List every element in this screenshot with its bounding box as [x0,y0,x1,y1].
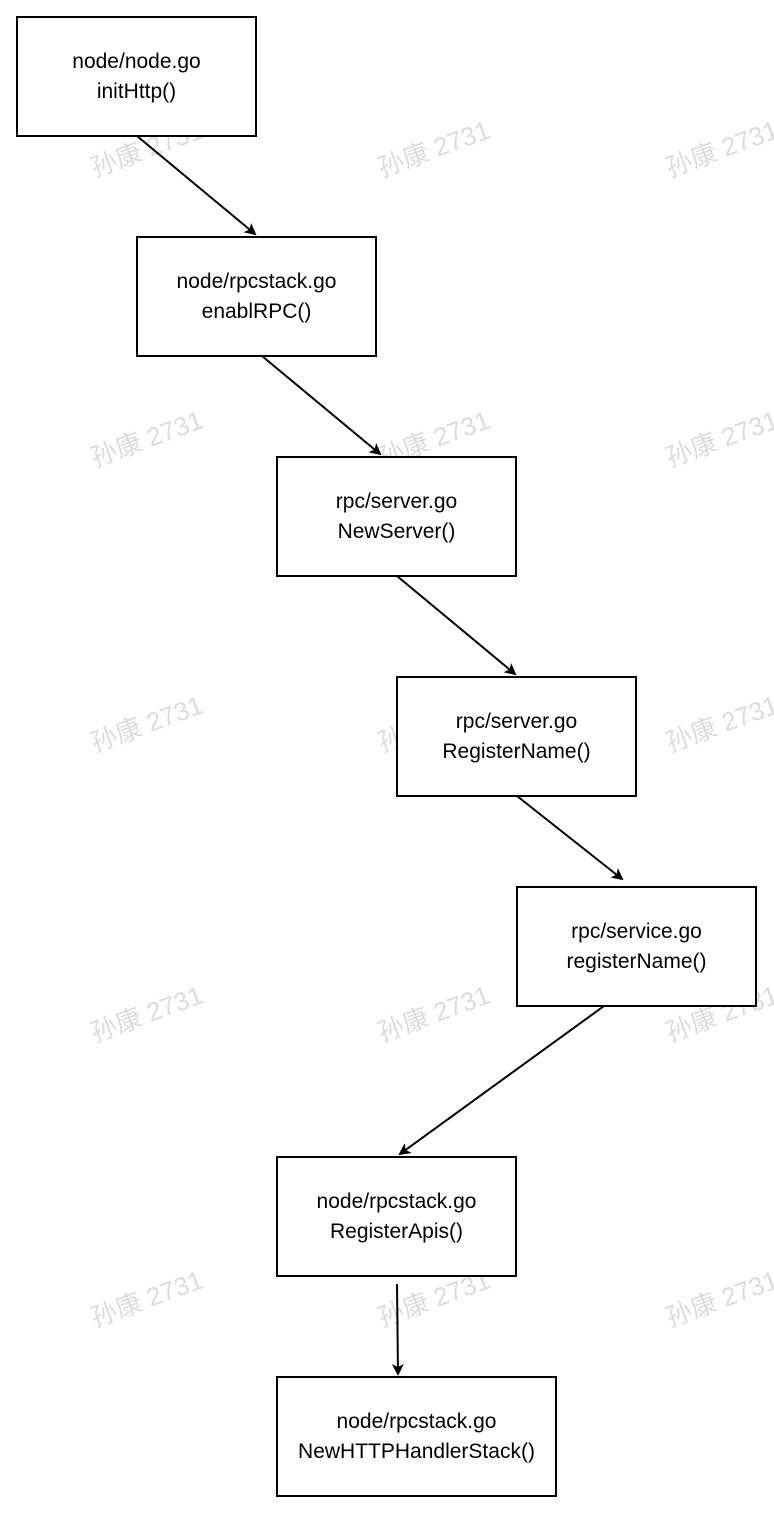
node-file-label: node/rpcstack.go [336,1409,497,1433]
node-register-name-service[interactable]: rpc/service.go registerName() [516,886,757,1007]
node-new-server[interactable]: rpc/server.go NewServer() [276,456,517,577]
arrow-6 [391,1283,404,1376]
node-init-http[interactable]: node/node.go initHttp() [16,16,257,137]
arrow-5 [398,1005,605,1156]
node-new-http-handler-stack[interactable]: node/rpcstack.go NewHTTPHandlerStack() [276,1376,557,1497]
node-enable-rpc[interactable]: node/rpcstack.go enablRPC() [136,236,377,357]
node-func-label: registerName() [566,949,707,973]
node-file-label: rpc/server.go [455,709,578,733]
node-file-label: node/rpcstack.go [176,269,337,293]
arrow-2 [261,355,382,456]
node-func-label: NewServer() [337,519,456,543]
arrow-1 [136,135,257,236]
arrow-4 [516,795,624,881]
arrow-3 [396,575,517,676]
node-file-label: node/rpcstack.go [316,1189,477,1213]
node-func-label: RegisterName() [442,739,591,763]
node-file-label: rpc/service.go [571,919,702,943]
node-func-label: initHttp() [96,79,177,103]
node-register-name-server[interactable]: rpc/server.go RegisterName() [396,676,637,797]
node-func-label: enablRPC() [201,299,312,323]
node-func-label: RegisterApis() [329,1219,464,1243]
node-func-label: NewHTTPHandlerStack() [298,1439,535,1463]
node-file-label: node/node.go [72,49,201,73]
node-file-label: rpc/server.go [335,489,458,513]
node-register-apis[interactable]: node/rpcstack.go RegisterApis() [276,1156,517,1277]
